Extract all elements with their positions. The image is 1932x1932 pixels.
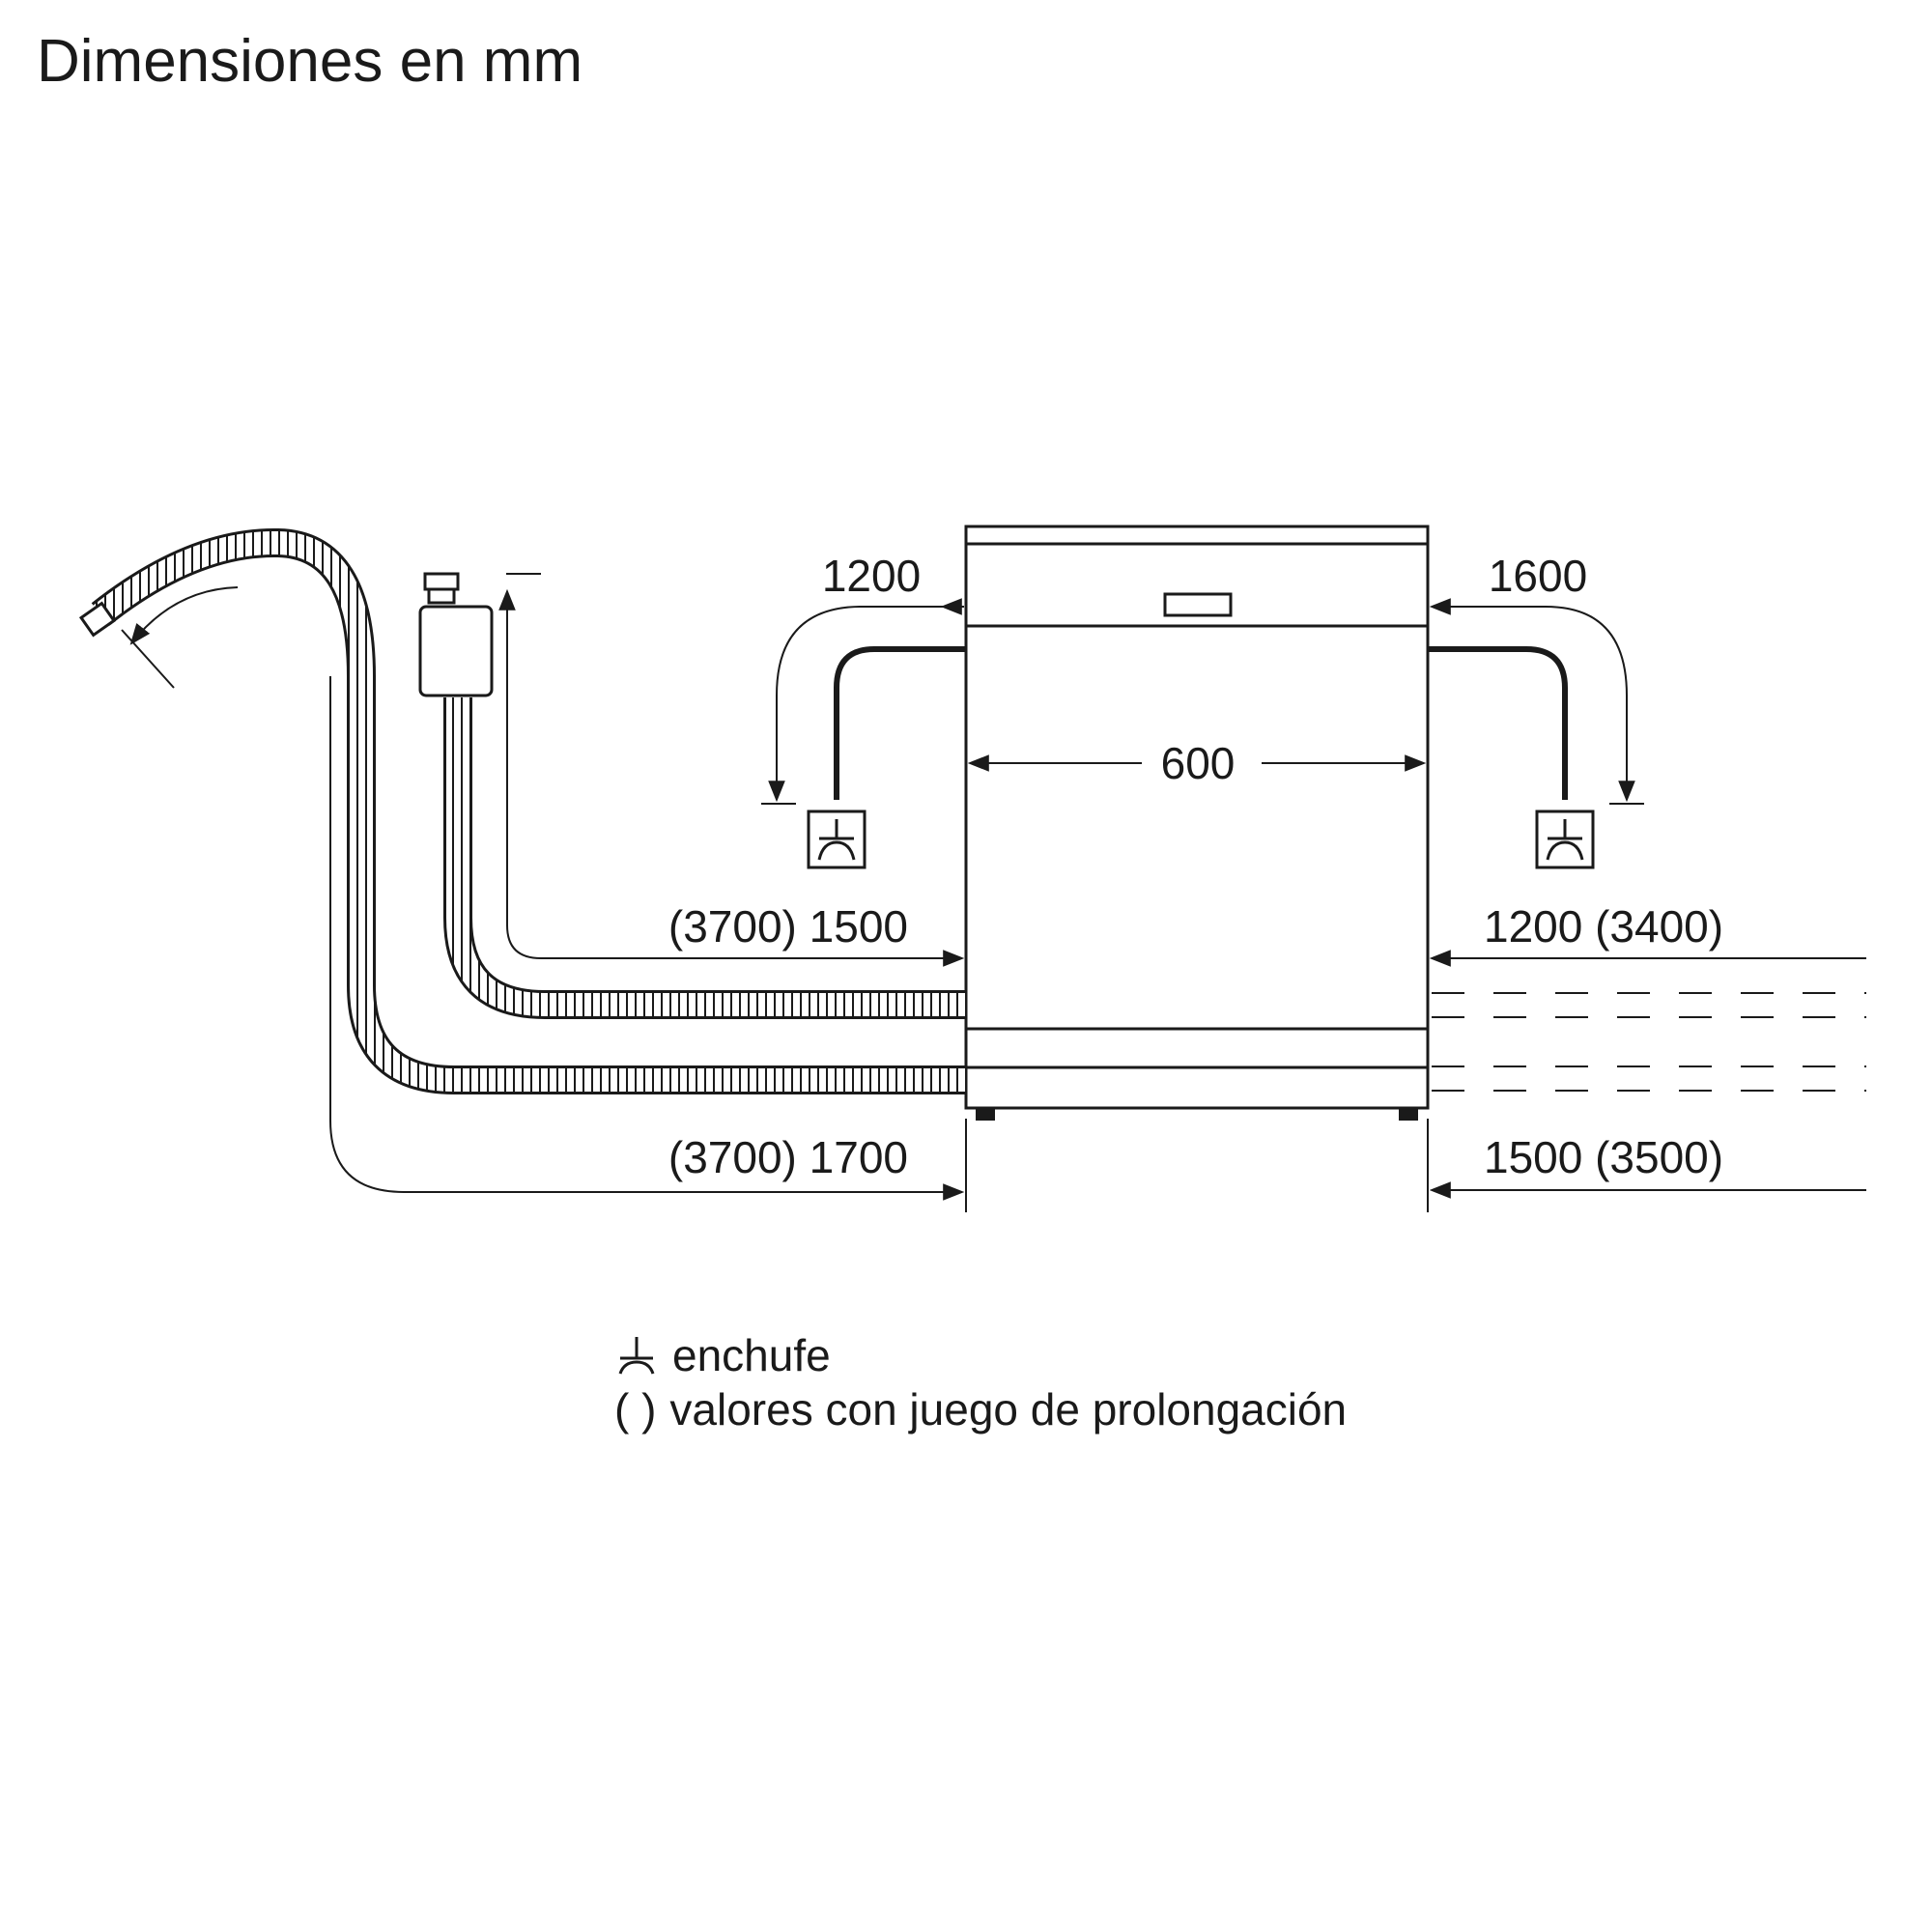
extension-dashes <box>1432 992 1866 1092</box>
aquastop-valve <box>418 572 494 697</box>
dim-top-right <box>1429 598 1644 805</box>
dim-mid-right-label: 1200 (3400) <box>1484 901 1723 952</box>
legend-row-plug: enchufe <box>614 1328 1347 1382</box>
legend-plug-label: enchufe <box>672 1330 831 1380</box>
foot-left <box>976 1109 995 1121</box>
dim-width-label: 600 <box>1161 738 1236 788</box>
dim-top-left <box>761 598 964 805</box>
plug-icon <box>1535 810 1595 869</box>
page-title: Dimensiones en mm <box>37 28 583 95</box>
dim-bottom-right-label: 1500 (3500) <box>1484 1132 1723 1182</box>
plug-icon <box>807 810 867 869</box>
dim-bottom-left-label: (3700) 1700 <box>668 1132 908 1182</box>
legend-extension-label: valores con juego de prolongación <box>669 1384 1348 1435</box>
plug-icon <box>618 1337 655 1375</box>
drain-hose <box>78 527 966 1094</box>
legend-row-extension: ( ) valores con juego de prolongación <box>614 1382 1347 1436</box>
inlet-guide <box>498 573 965 967</box>
dishwasher-outline <box>964 525 1430 1110</box>
legend: enchufe ( ) valores con juego de prolong… <box>614 1328 1347 1436</box>
power-cord-left <box>834 646 966 800</box>
dim-top-left-label: 1200 <box>822 551 921 601</box>
dim-top-right-label: 1600 <box>1489 551 1587 601</box>
drain-guide <box>121 586 965 1201</box>
inlet-hose <box>443 697 966 1019</box>
power-cord-right <box>1428 646 1568 800</box>
control-panel-handle <box>1163 592 1233 617</box>
dim-mid-left-label: (3700) 1500 <box>668 901 908 952</box>
foot-right <box>1399 1109 1418 1121</box>
legend-extension-symbol: ( ) <box>614 1384 657 1435</box>
